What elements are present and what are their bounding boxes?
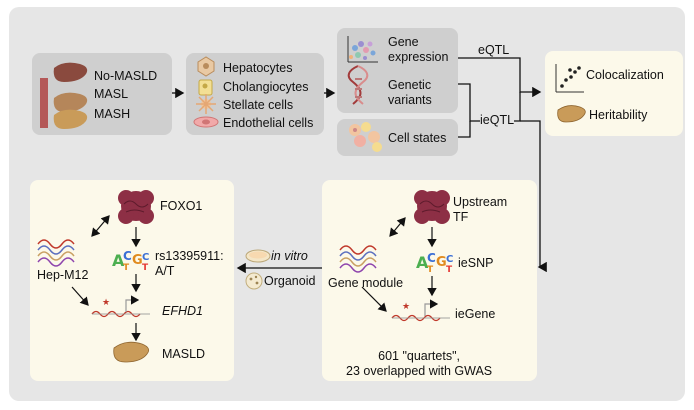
cell-type-hepatocytes: Hepatocytes — [223, 61, 293, 75]
svg-text:C: C — [446, 254, 453, 265]
svg-text:T: T — [446, 265, 453, 275]
gradient-wedge-icon — [40, 78, 48, 128]
motif-logo-icon: A C T G C T — [416, 251, 453, 275]
hepatocyte-icon — [197, 56, 215, 77]
quartet-summary: 601 "quartets", 23 overlapped with GWAS — [346, 349, 493, 378]
heritability-liver-icon — [557, 105, 586, 123]
svg-text:T: T — [142, 263, 149, 273]
in-vitro-label: in vitro — [271, 249, 308, 263]
genetic-variants-label: Genetic variants — [388, 78, 432, 107]
masld-label: MASLD — [162, 347, 206, 361]
eqtl-label: eQTL — [478, 43, 510, 57]
snp-motif-logo-icon: A C T G C T — [112, 249, 149, 273]
gene-expression-label: Gene expression — [388, 35, 449, 64]
upstream-tf-label: Upstream TF — [453, 195, 508, 224]
liver-icon — [53, 62, 88, 129]
gene-module-label: Gene module — [328, 276, 404, 290]
efhd1-label: EFHD1 — [162, 304, 203, 318]
umap-icon — [347, 36, 378, 63]
dna-helix-icon — [347, 65, 369, 105]
hep-m12-label: Hep-M12 — [37, 268, 89, 282]
iegene-label: ieGene — [455, 307, 496, 321]
svg-text:★: ★ — [102, 297, 110, 307]
foxo1-label: FOXO1 — [160, 199, 203, 213]
svg-text:T: T — [123, 263, 130, 273]
cell-type-endothelial: Endothelial cells — [223, 116, 314, 130]
cell-type-stellate: Stellate cells — [223, 98, 294, 112]
svg-text:T: T — [427, 265, 434, 275]
hep-m12-wave-icon — [37, 239, 75, 267]
svg-text:G: G — [132, 253, 143, 268]
gene-structure-icon: ★ — [391, 299, 450, 322]
scatter-icon — [555, 64, 584, 93]
efhd1-gene-structure-icon: ★ — [91, 295, 150, 318]
stellate-icon — [196, 94, 216, 114]
organoid-icon — [245, 272, 263, 290]
cell-states-label: Cell states — [388, 131, 447, 145]
ieqtl-label: ieQTL — [480, 113, 515, 128]
organoid-label: Organoid — [264, 274, 316, 288]
svg-text:G: G — [436, 255, 447, 270]
condition-masl: MASL — [94, 87, 129, 101]
tf-protein-icon — [414, 190, 450, 224]
svg-text:C: C — [142, 252, 149, 263]
svg-text:C: C — [427, 251, 436, 265]
endothelial-icon — [193, 116, 219, 128]
gene-wave-icon — [339, 245, 377, 273]
condition-no-masld: No-MASLD — [94, 69, 158, 83]
svg-text:A: A — [416, 253, 429, 272]
svg-text:★: ★ — [402, 301, 410, 311]
petri-dish-icon — [245, 249, 271, 263]
heritability-label: Heritability — [589, 108, 648, 122]
cell-cluster-icon — [349, 122, 382, 152]
condition-mash: MASH — [94, 107, 131, 121]
colocalization-label: Colocalization — [586, 68, 664, 82]
foxo1-protein-icon — [118, 190, 154, 224]
iesnp-label: ieSNP — [458, 256, 494, 270]
cell-type-cholangiocytes: Cholangiocytes — [223, 80, 309, 94]
cholangiocyte-icon — [198, 79, 213, 96]
svg-text:A: A — [112, 251, 125, 270]
svg-text:C: C — [123, 249, 132, 263]
masld-liver-icon — [113, 341, 150, 363]
snp-label: rs13395911: A/T — [155, 249, 224, 278]
